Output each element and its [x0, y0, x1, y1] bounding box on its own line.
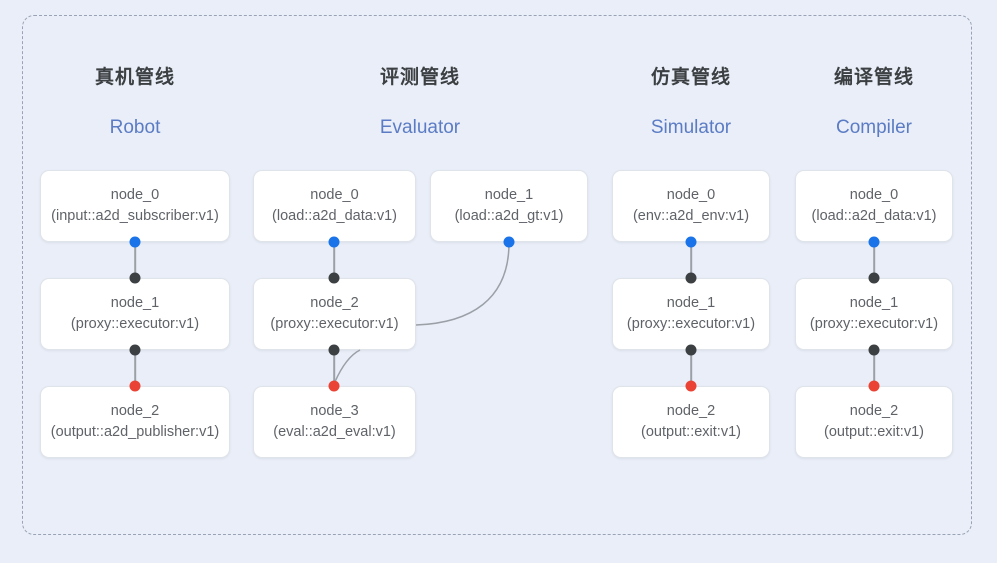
port-dot-in-icon[interactable]	[685, 344, 697, 356]
node-type: (load::a2d_gt:v1)	[454, 208, 564, 224]
node-name: node_1	[666, 294, 716, 311]
node-name: node_3	[310, 402, 359, 419]
node-name: node_1	[484, 186, 534, 203]
node-type: (output::exit:v1)	[824, 424, 924, 440]
node-box-evaluator-node_1[interactable]: node_1(load::a2d_gt:v1)	[430, 170, 588, 242]
node-box-simulator-node_1[interactable]: node_1(proxy::executor:v1)	[612, 278, 770, 350]
port-dot-out-icon[interactable]	[868, 236, 880, 248]
node-box-simulator-node_0[interactable]: node_0(env::a2d_env:v1)	[612, 170, 770, 242]
port-dot-out-icon[interactable]	[129, 236, 141, 248]
node-name: node_0	[310, 186, 359, 203]
port-dot-in-icon[interactable]	[328, 344, 340, 356]
node-box-robot-node_1[interactable]: node_1(proxy::executor:v1)	[40, 278, 230, 350]
node-type: (env::a2d_env:v1)	[632, 208, 750, 224]
node-name: node_0	[110, 186, 160, 203]
node-box-simulator-node_2[interactable]: node_2(output::exit:v1)	[612, 386, 770, 458]
edge-connector	[873, 242, 875, 278]
node-box-compiler-node_2[interactable]: node_2(output::exit:v1)	[795, 386, 953, 458]
port-dot-in-icon[interactable]	[129, 272, 141, 284]
node-name: node_0	[666, 186, 716, 203]
node-name: node_2	[110, 402, 160, 419]
node-name: node_2	[666, 402, 716, 419]
node-box-evaluator-node_2[interactable]: node_2(proxy::executor:v1)	[253, 278, 416, 350]
port-dot-in-icon[interactable]	[328, 272, 340, 284]
port-dot-term-icon[interactable]	[868, 380, 880, 392]
node-name: node_1	[110, 294, 160, 311]
edge-connector	[134, 350, 136, 386]
node-name: node_2	[310, 294, 359, 311]
node-type: (output::a2d_publisher:v1)	[50, 424, 220, 440]
node-box-compiler-node_0[interactable]: node_0(load::a2d_data:v1)	[795, 170, 953, 242]
edge-connector	[134, 242, 136, 278]
node-box-evaluator-node_0[interactable]: node_0(load::a2d_data:v1)	[253, 170, 416, 242]
node-box-compiler-node_1[interactable]: node_1(proxy::executor:v1)	[795, 278, 953, 350]
port-dot-in-icon[interactable]	[129, 344, 141, 356]
node-type: (proxy::executor:v1)	[809, 316, 939, 332]
node-type: (eval::a2d_eval:v1)	[273, 424, 396, 440]
port-dot-in-icon[interactable]	[685, 272, 697, 284]
node-type: (proxy::executor:v1)	[626, 316, 756, 332]
port-dot-out-icon[interactable]	[685, 236, 697, 248]
node-box-evaluator-node_3[interactable]: node_3(eval::a2d_eval:v1)	[253, 386, 416, 458]
edge-connector	[690, 242, 692, 278]
node-box-robot-node_0[interactable]: node_0(input::a2d_subscriber:v1)	[40, 170, 230, 242]
edge-connector	[690, 350, 692, 386]
port-dot-out-icon[interactable]	[503, 236, 515, 248]
node-box-robot-node_2[interactable]: node_2(output::a2d_publisher:v1)	[40, 386, 230, 458]
node-type: (load::a2d_data:v1)	[272, 208, 397, 224]
node-type: (input::a2d_subscriber:v1)	[51, 208, 219, 224]
port-dot-term-icon[interactable]	[328, 380, 340, 392]
port-dot-in-icon[interactable]	[868, 272, 880, 284]
port-dot-out-icon[interactable]	[328, 236, 340, 248]
edge-connector	[333, 242, 335, 278]
node-name: node_1	[849, 294, 899, 311]
node-type: (load::a2d_data:v1)	[811, 208, 937, 224]
port-dot-term-icon[interactable]	[685, 380, 697, 392]
node-name: node_2	[849, 402, 899, 419]
node-type: (output::exit:v1)	[641, 424, 741, 440]
node-name: node_0	[849, 186, 899, 203]
edge-connector	[873, 350, 875, 386]
port-dot-in-icon[interactable]	[868, 344, 880, 356]
node-type: (proxy::executor:v1)	[270, 316, 399, 332]
node-type: (proxy::executor:v1)	[70, 316, 200, 332]
port-dot-term-icon[interactable]	[129, 380, 141, 392]
